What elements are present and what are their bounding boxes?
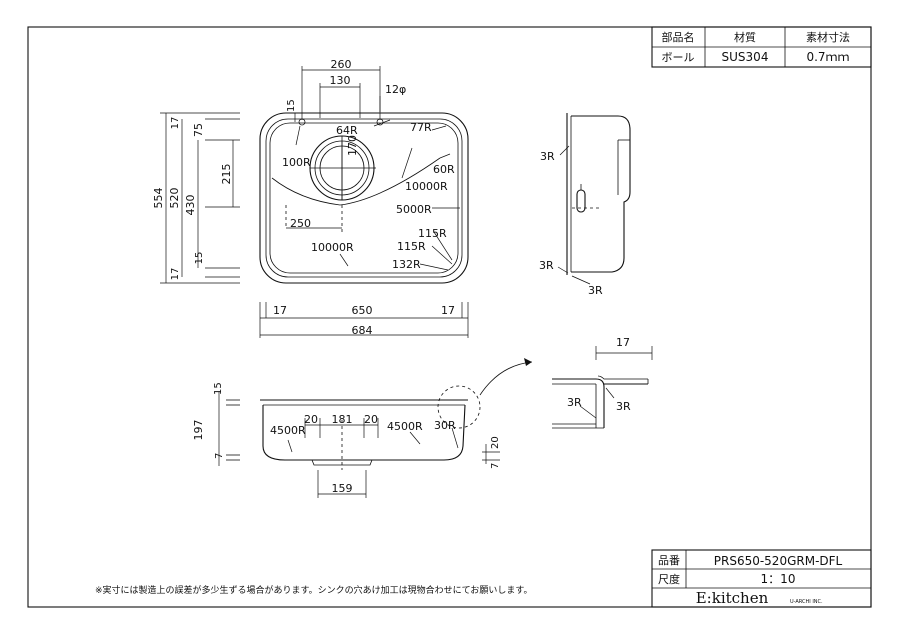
footnote: ※実寸には製造上の誤差が多少生ずる場合があります。シンクの穴あけ加工は現物合わせ… <box>95 584 532 596</box>
dim-15-top: 15 <box>286 99 297 112</box>
radius-132r: 132R <box>392 258 421 271</box>
brand-logo: E:kitchen <box>696 589 769 607</box>
dim-250: 250 <box>290 217 311 230</box>
front-dim-20-left: 20 <box>304 413 318 426</box>
dim-260: 260 <box>331 58 352 71</box>
dim-17-bottom: 17 <box>170 268 181 281</box>
side-radius-3r-bottom: 3R <box>588 284 603 297</box>
dim-12phi: 12φ <box>385 83 406 96</box>
front-view <box>218 358 533 498</box>
detail-radius-3r-right: 3R <box>616 400 631 413</box>
dim-170: 170 <box>346 135 359 156</box>
spec-cell-material: SUS304 <box>722 50 769 64</box>
scale-label: 尺度 <box>658 572 680 586</box>
brand-subtitle: U-ARCHI INC. <box>790 599 823 605</box>
dim-650: 650 <box>352 304 373 317</box>
spec-header-size: 素材寸法 <box>806 30 850 44</box>
front-dim-197: 197 <box>192 420 205 441</box>
front-dim-159: 159 <box>332 482 353 495</box>
dim-75: 75 <box>192 123 205 137</box>
front-radius-4500r-right: 4500R <box>387 420 423 433</box>
radius-115r-a: 115R <box>418 227 447 240</box>
front-radius-30r: 30R <box>434 419 456 432</box>
radius-64r: 64R <box>336 124 358 137</box>
side-radius-3r-top: 3R <box>540 150 555 163</box>
front-dim-181: 181 <box>332 413 353 426</box>
dim-17-top: 17 <box>170 117 181 130</box>
radius-10000r-lower: 10000R <box>311 241 354 254</box>
plan-view <box>160 66 469 338</box>
front-radius-4500r-left: 4500R <box>270 424 306 437</box>
spec-cell-part: ボール <box>662 51 695 64</box>
dim-215: 215 <box>220 164 233 185</box>
side-radius-3r-left: 3R <box>539 259 554 272</box>
front-dim-15: 15 <box>213 382 224 395</box>
plan-view-labels: 260 130 12φ 15 554 520 430 17 75 15 17 2… <box>152 58 455 337</box>
detail-dim-17: 17 <box>616 336 630 349</box>
detail-radius-3r-left: 3R <box>567 396 582 409</box>
dim-130: 130 <box>330 74 351 87</box>
front-dim-7: 7 <box>214 453 225 459</box>
side-view <box>557 113 631 285</box>
product-label: 品番 <box>658 554 680 567</box>
dim-554: 554 <box>152 188 165 209</box>
sheet-border <box>27 26 872 608</box>
front-dim-20-side: 20 <box>490 436 501 449</box>
radius-60r: 60R <box>433 163 455 176</box>
dim-15-left: 15 <box>194 252 205 265</box>
dim-17-bottom-right: 17 <box>441 304 455 317</box>
spec-header-part: 部品名 <box>662 30 695 44</box>
detail-view <box>552 346 653 429</box>
dim-520: 520 <box>168 188 181 209</box>
dim-430: 430 <box>184 195 197 216</box>
radius-10000r-upper: 10000R <box>405 180 448 193</box>
side-view-labels: 3R 3R 3R <box>539 150 603 297</box>
product-code: PRS650-520GRM-DFL <box>714 554 843 568</box>
front-view-labels: 15 197 7 20 181 20 4500R 4500R 30R 20 7 … <box>192 382 501 495</box>
radius-5000r: 5000R <box>396 203 432 216</box>
title-block: 品番 PRS650-520GRM-DFL 尺度 1：10 E:kitchen U… <box>651 549 872 608</box>
radius-115r-b: 115R <box>397 240 426 253</box>
dim-684: 684 <box>352 324 373 337</box>
detail-view-labels: 17 3R 3R <box>567 336 631 413</box>
dim-17-bottom-left: 17 <box>273 304 287 317</box>
spec-cell-size: 0.7ｍｍ <box>806 50 849 64</box>
spec-header-material: 材質 <box>734 30 756 44</box>
front-dim-7-side: 7 <box>490 463 501 469</box>
radius-100r: 100R <box>282 156 311 169</box>
scale-value: 1：10 <box>761 572 796 586</box>
radius-77r: 77R <box>410 121 432 134</box>
spec-table: 部品名 材質 素材寸法 ボール SUS304 0.7ｍｍ <box>651 26 872 68</box>
front-dim-20-right: 20 <box>364 413 378 426</box>
